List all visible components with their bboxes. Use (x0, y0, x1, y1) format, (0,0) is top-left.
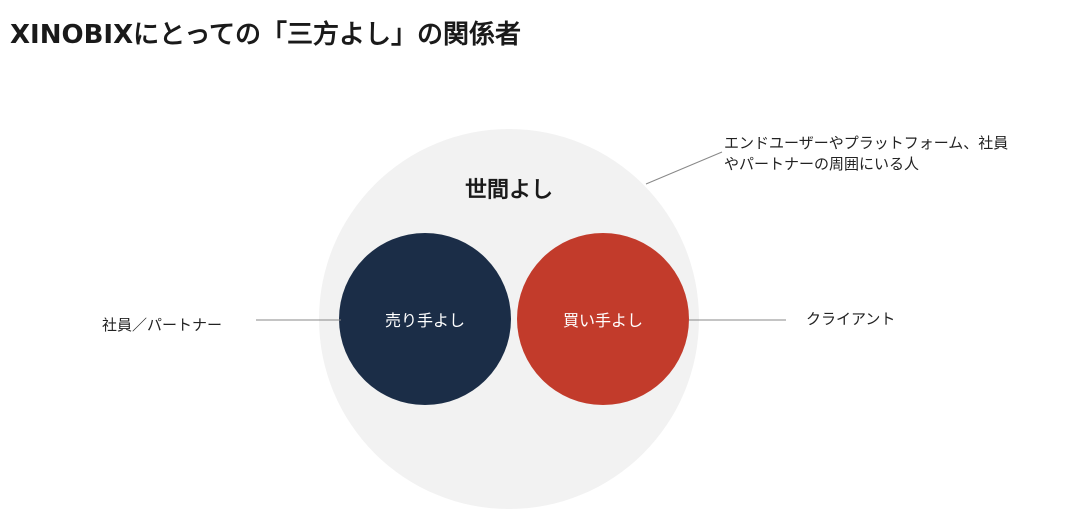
seller-circle: 売り手よし (339, 233, 511, 405)
buyer-circle: 買い手よし (517, 233, 689, 405)
world-note-line-1: エンドユーザーやプラットフォーム、社員 (724, 134, 1009, 152)
world-note-line-2: やパートナーの周囲にいる人 (724, 155, 920, 173)
page-title: XINOBIXにとっての「三方よし」の関係者 (10, 20, 522, 50)
world-circle-label: 世間よし (464, 178, 553, 203)
buyer-circle-label: 買い手よし (562, 311, 643, 330)
buyer-note: クライアント (806, 310, 896, 328)
world-note: エンドユーザーやプラットフォーム、社員 やパートナーの周囲にいる人 (724, 133, 1008, 175)
world-connector-line (645, 151, 723, 185)
seller-note: 社員／パートナー (102, 316, 223, 334)
seller-circle-label: 売り手よし (384, 311, 465, 330)
